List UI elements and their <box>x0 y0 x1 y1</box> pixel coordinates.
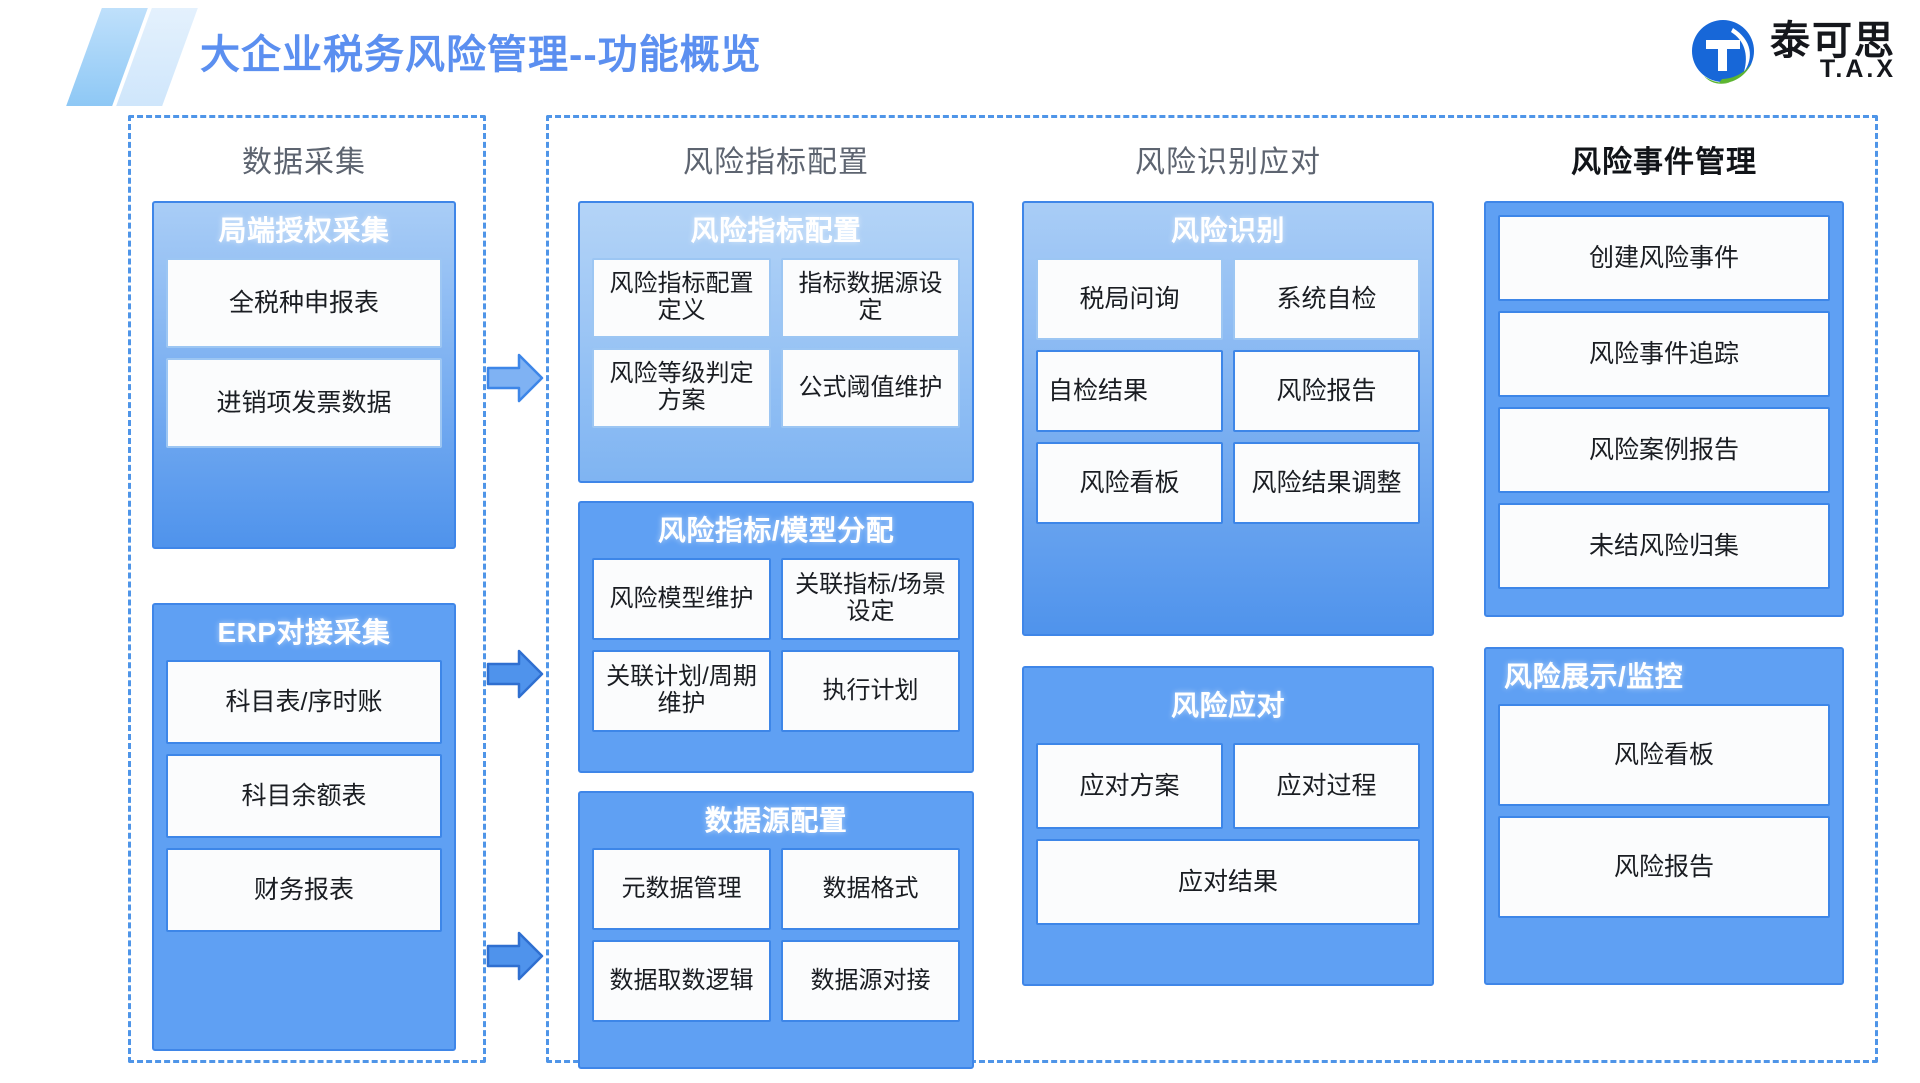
column-risk-event-management: 风险事件管理 创建风险事件 风险事件追踪 风险案例报告 未结风险归集 风险展示/… <box>1456 115 1872 999</box>
list-item[interactable]: 系统自检 <box>1233 258 1420 341</box>
column-data-collection: 数据采集 局端授权采集 全税种申报表 进销项发票数据 ERP对接采集 科目表/序… <box>128 115 480 1065</box>
list-item[interactable]: 应对过程 <box>1233 743 1420 830</box>
list-item[interactable]: 风险等级判定方案 <box>592 348 771 429</box>
list-item[interactable]: 指标数据源设定 <box>781 258 960 339</box>
column-title-risk-identification-response: 风险识别应对 <box>1135 146 1321 179</box>
list-item[interactable]: 进销项发票数据 <box>166 358 442 449</box>
group-title-data-source-configuration: 数据源配置 <box>704 805 848 836</box>
group-bureau-authorized-collection[interactable]: 局端授权采集 全税种申报表 进销项发票数据 <box>152 201 456 549</box>
arrow-right-icon <box>486 930 544 982</box>
list-item[interactable]: 关联指标/场景设定 <box>781 558 960 641</box>
group-erp-integration-collection[interactable]: ERP对接采集 科目表/序时账 科目余额表 财务报表 <box>152 603 456 1051</box>
column-risk-identification-response: 风险识别应对 风险识别 税局问询 系统自检 自检结果 风险报告 风险看板 风险结… <box>1008 115 1448 1000</box>
group-title-risk-indicator-model-allocation: 风险指标/模型分配 <box>657 515 895 546</box>
list-item[interactable]: 未结风险归集 <box>1498 503 1830 589</box>
list-item[interactable]: 数据格式 <box>781 848 960 931</box>
tax-circle-logo-icon <box>1686 16 1760 86</box>
list-item[interactable]: 风险案例报告 <box>1498 407 1830 493</box>
column-title-risk-indicator-config: 风险指标配置 <box>683 146 869 179</box>
list-item[interactable]: 元数据管理 <box>592 848 771 931</box>
group-title-bureau-authorized-collection: 局端授权采集 <box>218 215 390 246</box>
group-title-risk-identification: 风险识别 <box>1170 215 1285 246</box>
list-item[interactable]: 风险事件追踪 <box>1498 311 1830 397</box>
group-title-risk-indicator-configuration: 风险指标配置 <box>690 215 862 246</box>
brand-name-cn: 泰可思 <box>1770 18 1896 63</box>
brand-name-en: T.A.X <box>1819 54 1896 83</box>
list-item[interactable]: 风险结果调整 <box>1233 442 1420 525</box>
data-collection-region <box>128 115 486 1063</box>
arrow-right-icon <box>486 352 544 404</box>
column-risk-indicator-config: 风险指标配置 风险指标配置 风险指标配置定义 指标数据源设定 风险等级判定方案 … <box>556 115 996 1083</box>
group-title-erp-integration-collection: ERP对接采集 <box>217 617 391 648</box>
list-item[interactable]: 应对结果 <box>1036 839 1420 926</box>
arrow-right-icon <box>486 648 544 700</box>
column-title-risk-event-management: 风险事件管理 <box>1571 146 1757 179</box>
group-data-source-configuration[interactable]: 数据源配置 元数据管理 数据格式 数据取数逻辑 数据源对接 <box>578 791 974 1069</box>
list-item[interactable]: 全税种申报表 <box>166 258 442 349</box>
list-item[interactable]: 风险看板 <box>1036 442 1223 525</box>
decorative-slash-logo <box>40 8 198 106</box>
group-risk-event-list[interactable]: 创建风险事件 风险事件追踪 风险案例报告 未结风险归集 <box>1484 201 1844 617</box>
risk-management-region <box>546 115 1878 1063</box>
list-item[interactable]: 关联计划/周期维护 <box>592 650 771 733</box>
list-item[interactable]: 科目表/序时账 <box>166 660 442 745</box>
list-item[interactable]: 数据源对接 <box>781 940 960 1023</box>
list-item[interactable]: 科目余额表 <box>166 754 442 839</box>
column-title-data-collection: 数据采集 <box>242 146 366 179</box>
list-item[interactable]: 风险报告 <box>1233 350 1420 433</box>
list-item[interactable]: 风险指标配置定义 <box>592 258 771 339</box>
list-item[interactable]: 公式阈值维护 <box>781 348 960 429</box>
list-item[interactable]: 风险模型维护 <box>592 558 771 641</box>
page-header: 大企业税务风险管理--功能概览 泰可思 T.A.X <box>0 0 1920 110</box>
list-item[interactable]: 创建风险事件 <box>1498 215 1830 301</box>
list-item[interactable]: 风险看板 <box>1498 704 1830 807</box>
list-item[interactable]: 财务报表 <box>166 848 442 933</box>
group-title-risk-response: 风险应对 <box>1170 690 1285 721</box>
group-risk-indicator-configuration[interactable]: 风险指标配置 风险指标配置定义 指标数据源设定 风险等级判定方案 公式阈值维护 <box>578 201 974 483</box>
brand-logo: 泰可思 T.A.X <box>1686 14 1896 88</box>
list-item[interactable]: 税局问询 <box>1036 258 1223 341</box>
group-risk-response[interactable]: 风险应对 应对方案 应对过程 应对结果 <box>1022 666 1434 986</box>
group-title-risk-display-monitoring: 风险展示/监控 <box>1504 661 1684 692</box>
page-title: 大企业税务风险管理--功能概览 <box>200 33 762 77</box>
group-risk-indicator-model-allocation[interactable]: 风险指标/模型分配 风险模型维护 关联指标/场景设定 关联计划/周期维护 执行计… <box>578 501 974 773</box>
list-item[interactable]: 执行计划 <box>781 650 960 733</box>
list-item[interactable]: 应对方案 <box>1036 743 1223 830</box>
list-item[interactable]: 风险报告 <box>1498 816 1830 919</box>
list-item[interactable]: 自检结果 <box>1036 350 1223 433</box>
group-risk-display-monitoring[interactable]: 风险展示/监控 风险看板 风险报告 <box>1484 647 1844 985</box>
group-risk-identification[interactable]: 风险识别 税局问询 系统自检 自检结果 风险报告 风险看板 风险结果调整 <box>1022 201 1434 636</box>
list-item[interactable]: 数据取数逻辑 <box>592 940 771 1023</box>
